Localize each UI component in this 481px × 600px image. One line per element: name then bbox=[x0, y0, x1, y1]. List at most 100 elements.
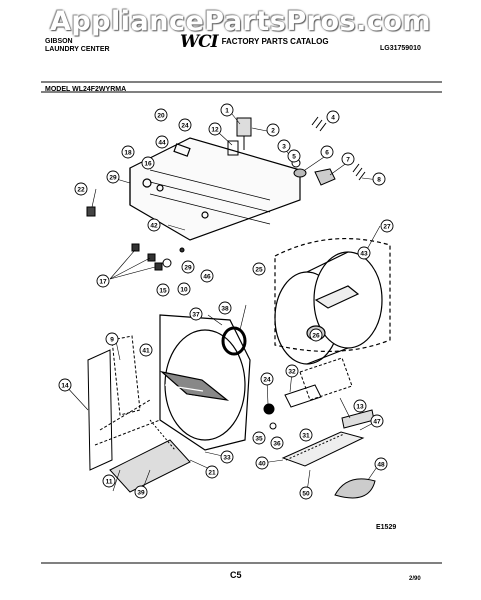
callout-1-label: 1 bbox=[225, 108, 229, 115]
callout-12 bbox=[208, 122, 222, 136]
callout-27 bbox=[380, 219, 394, 233]
callout-32-label: 32 bbox=[288, 369, 296, 376]
callout-15-label: 15 bbox=[159, 288, 167, 295]
catalog-part-number: LG31759010 bbox=[380, 45, 421, 52]
callout-8 bbox=[372, 172, 386, 186]
callout-36-label: 36 bbox=[273, 441, 281, 448]
callout-22 bbox=[74, 182, 88, 196]
callout-16-label: 16 bbox=[144, 161, 152, 168]
page-number: C5 bbox=[230, 570, 242, 580]
callout-14 bbox=[58, 378, 72, 392]
callout-29b-label: 29 bbox=[184, 265, 192, 272]
callout-43-label: 43 bbox=[360, 251, 368, 258]
revision-date: 2/90 bbox=[409, 576, 421, 582]
callout-21-label: 21 bbox=[208, 470, 216, 477]
callout-37 bbox=[189, 307, 203, 321]
callout-11-label: 11 bbox=[106, 479, 113, 486]
callout-3 bbox=[277, 139, 291, 153]
callout-27-label: 27 bbox=[383, 224, 391, 231]
callout-7 bbox=[341, 152, 355, 166]
callout-13-label: 13 bbox=[356, 404, 364, 411]
callout-24-label: 24 bbox=[181, 123, 189, 130]
dryer-drum bbox=[274, 238, 391, 365]
callout-13 bbox=[353, 399, 367, 413]
callout-18-label: 18 bbox=[124, 150, 132, 157]
callout-47 bbox=[370, 414, 384, 428]
callout-31 bbox=[299, 428, 313, 442]
callout-38 bbox=[218, 301, 232, 315]
callout-25-label: 25 bbox=[255, 267, 263, 274]
callout-32 bbox=[285, 364, 299, 378]
callout-41 bbox=[139, 343, 153, 357]
callout-37-label: 37 bbox=[192, 312, 200, 319]
callout-40 bbox=[255, 456, 269, 470]
callout-35-label: 35 bbox=[255, 436, 263, 443]
callout-9 bbox=[105, 332, 119, 346]
callout-25 bbox=[252, 262, 266, 276]
callout-1 bbox=[220, 103, 234, 117]
callout-3-label: 3 bbox=[282, 144, 286, 151]
callout-26 bbox=[309, 328, 323, 342]
callout-36 bbox=[270, 436, 284, 450]
brand-name: GIBSON bbox=[45, 38, 73, 45]
callout-33 bbox=[220, 450, 234, 464]
callout-41-label: 41 bbox=[142, 348, 150, 355]
callout-42-label: 42 bbox=[150, 223, 158, 230]
switch-cluster bbox=[227, 116, 366, 186]
callout-42 bbox=[147, 218, 161, 232]
callout-16 bbox=[141, 156, 155, 170]
callout-2-label: 2 bbox=[271, 128, 275, 135]
callout-24 bbox=[178, 118, 192, 132]
console-panel bbox=[129, 137, 301, 241]
brand-block: GIBSON LAUNDRY CENTER bbox=[45, 38, 110, 54]
callout-18 bbox=[121, 145, 135, 159]
callout-44 bbox=[155, 135, 169, 149]
callout-5-label: 5 bbox=[292, 154, 296, 161]
product-line: LAUNDRY CENTER bbox=[45, 46, 110, 53]
callout-10-label: 10 bbox=[180, 287, 188, 294]
callout-2 bbox=[266, 123, 280, 137]
callout-6-label: 6 bbox=[325, 150, 329, 157]
callout-9-label: 9 bbox=[110, 337, 114, 344]
diagram-code: E1529 bbox=[376, 524, 397, 531]
callout-22-label: 22 bbox=[77, 187, 85, 194]
callout-29b bbox=[181, 260, 195, 274]
callout-12-label: 12 bbox=[211, 127, 219, 134]
lower-right-parts bbox=[263, 357, 376, 499]
callout-24b-label: 24 bbox=[263, 377, 271, 384]
callout-8-label: 8 bbox=[377, 177, 381, 184]
callout-4-label: 4 bbox=[331, 115, 335, 122]
callout-17-label: 17 bbox=[99, 279, 107, 286]
callout-24b bbox=[260, 372, 274, 386]
callout-11 bbox=[102, 474, 116, 488]
callout-35 bbox=[252, 431, 266, 445]
callout-48-label: 48 bbox=[377, 462, 385, 469]
callout-50 bbox=[299, 486, 313, 500]
callout-4 bbox=[326, 110, 340, 124]
callout-46 bbox=[200, 269, 214, 283]
callout-10 bbox=[177, 282, 191, 296]
callout-bubbles bbox=[58, 103, 394, 500]
watermark-text: AppliancePartsPros.com bbox=[49, 6, 432, 37]
side-panel bbox=[87, 335, 191, 493]
callout-31-label: 31 bbox=[302, 433, 310, 440]
callout-29 bbox=[106, 170, 120, 184]
model-number: MODEL WL24F2WYRMA bbox=[45, 86, 127, 93]
catalog-title: FACTORY PARTS CATALOG bbox=[221, 37, 329, 46]
knobs bbox=[86, 206, 185, 271]
callout-14-label: 14 bbox=[61, 383, 69, 390]
callout-39-label: 39 bbox=[137, 490, 145, 497]
callout-44-label: 44 bbox=[158, 140, 166, 147]
callout-46-label: 46 bbox=[203, 274, 211, 281]
callout-39 bbox=[134, 485, 148, 499]
callout-40-label: 40 bbox=[258, 461, 266, 468]
callout-6 bbox=[320, 145, 334, 159]
callout-21 bbox=[205, 465, 219, 479]
callout-38-label: 38 bbox=[221, 306, 229, 313]
callout-labels: 1 2 3 4 5 6 7 8 9 10 11 12 13 14 15 16 1… bbox=[61, 108, 391, 498]
callout-33-label: 33 bbox=[223, 455, 231, 462]
callout-17 bbox=[96, 274, 110, 288]
callout-26-label: 26 bbox=[312, 333, 320, 340]
